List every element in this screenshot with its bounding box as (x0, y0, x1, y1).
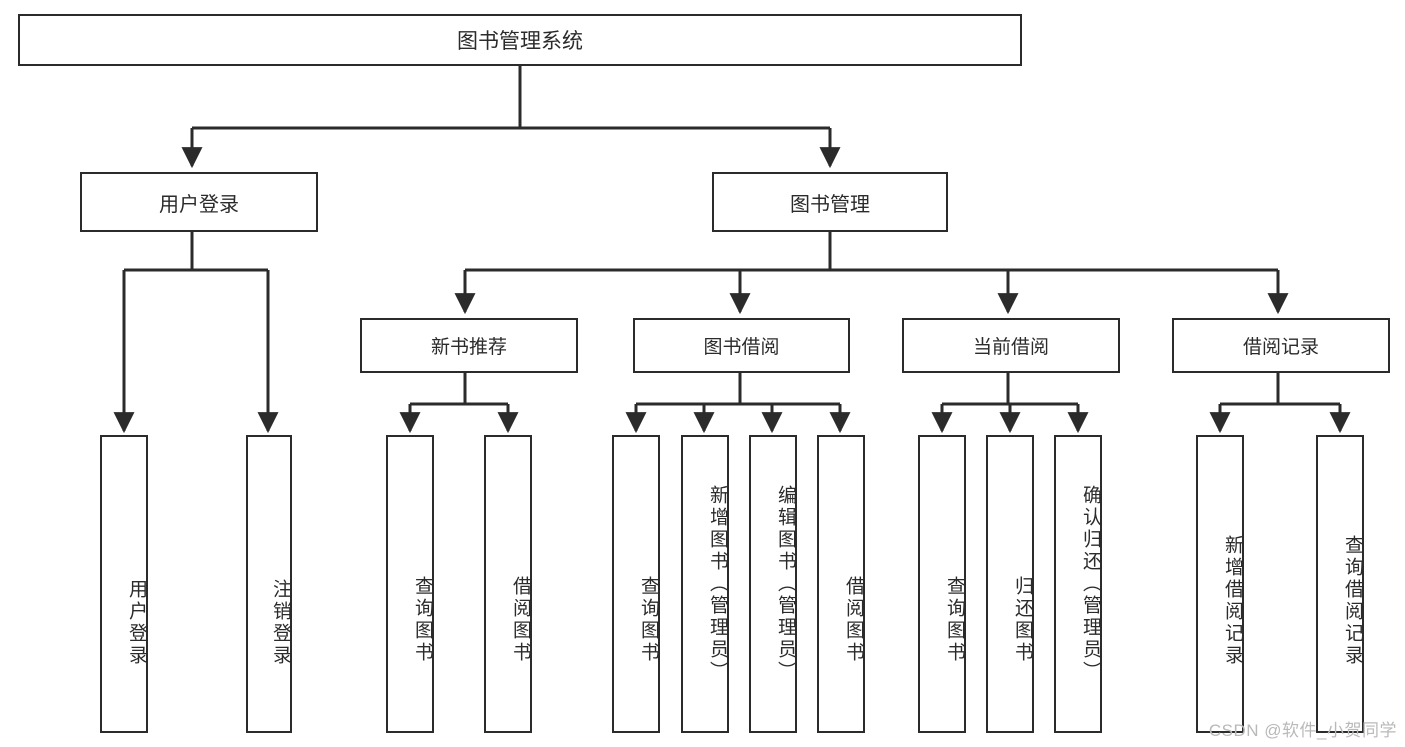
node-label: 查询图书 (638, 576, 659, 664)
node-query-book-borrow[interactable]: 查询图书 (612, 435, 660, 733)
node-label: 图书管理 (790, 193, 870, 216)
node-book-management-system[interactable]: 图书管理系统 (18, 14, 1022, 66)
node-label: 查询借阅记录 (1342, 535, 1363, 667)
node-label: 新增图书（管理员） (707, 485, 728, 683)
node-label: 查询图书 (944, 576, 965, 664)
node-new-book-recommend[interactable]: 新书推荐 (360, 318, 578, 373)
node-label: 确认归还（管理员） (1080, 485, 1101, 683)
node-add-borrow-record[interactable]: 新增借阅记录 (1196, 435, 1244, 733)
node-label: 归还图书 (1012, 576, 1033, 664)
node-label: 用户登录 (126, 579, 147, 667)
node-add-book-admin[interactable]: 新增图书（管理员） (681, 435, 729, 733)
node-query-book-recommend[interactable]: 查询图书 (386, 435, 434, 733)
node-user-login-action[interactable]: 用户登录 (100, 435, 148, 733)
node-label: 新增借阅记录 (1222, 535, 1243, 667)
node-borrow-book-recommend[interactable]: 借阅图书 (484, 435, 532, 733)
node-user-login[interactable]: 用户登录 (80, 172, 318, 232)
node-book-management[interactable]: 图书管理 (712, 172, 948, 232)
node-edit-book-admin[interactable]: 编辑图书（管理员） (749, 435, 797, 733)
node-label: 借阅图书 (510, 576, 531, 664)
node-confirm-return-admin[interactable]: 确认归还（管理员） (1054, 435, 1102, 733)
node-return-book[interactable]: 归还图书 (986, 435, 1034, 733)
node-label: 注销登录 (270, 579, 291, 667)
node-book-borrow[interactable]: 图书借阅 (633, 318, 850, 373)
node-query-borrow-record[interactable]: 查询借阅记录 (1316, 435, 1364, 733)
node-label: 图书管理系统 (457, 30, 583, 53)
node-current-borrow[interactable]: 当前借阅 (902, 318, 1120, 373)
node-label: 用户登录 (159, 193, 239, 216)
node-query-book-current[interactable]: 查询图书 (918, 435, 966, 733)
node-borrow-book[interactable]: 借阅图书 (817, 435, 865, 733)
node-label: 图书借阅 (703, 337, 780, 358)
node-label: 当前借阅 (972, 337, 1049, 358)
node-label: 新书推荐 (430, 337, 507, 358)
node-label: 编辑图书（管理员） (775, 485, 796, 683)
node-borrow-record[interactable]: 借阅记录 (1172, 318, 1390, 373)
node-logout-action[interactable]: 注销登录 (246, 435, 292, 733)
node-label: 借阅记录 (1242, 337, 1319, 358)
node-label: 查询图书 (412, 576, 433, 664)
node-label: 借阅图书 (843, 576, 864, 664)
csdn-watermark: CSDN @软件_小贺同学 (1208, 721, 1397, 740)
